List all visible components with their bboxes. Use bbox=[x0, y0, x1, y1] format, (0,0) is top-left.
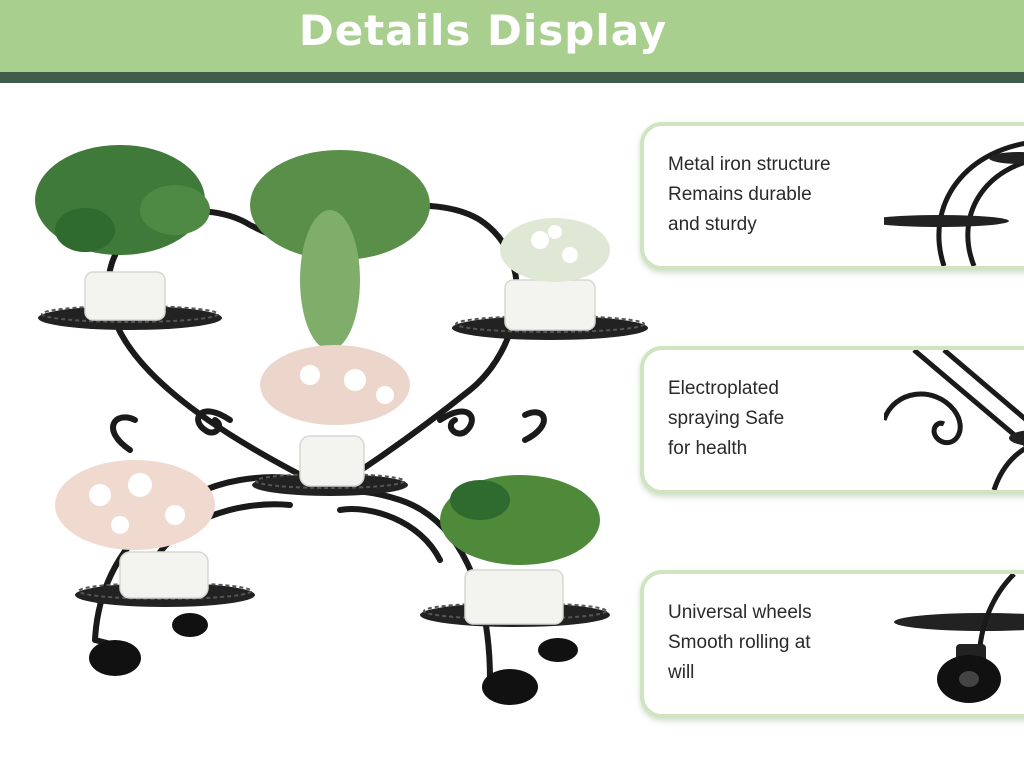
feature-line: Electroplated bbox=[668, 378, 779, 399]
feature-line: for health bbox=[668, 438, 748, 459]
feature-line: Universal wheels bbox=[668, 602, 812, 623]
feature-line: Metal iron structure bbox=[668, 154, 831, 175]
header-banner bbox=[0, 0, 1024, 72]
plant-stand-image bbox=[35, 145, 648, 705]
feature-line: will bbox=[668, 662, 695, 683]
feature-card-coating: Electroplated spraying Safe for health bbox=[640, 346, 1024, 494]
feature-card-wheels: Universal wheels Smooth rolling at will bbox=[640, 570, 1024, 718]
feature-card-structure: Metal iron structure Remains durable and… bbox=[640, 122, 1024, 270]
feature-card-text: Electroplated spraying Safe for health bbox=[668, 374, 898, 464]
frame-arch-detail-icon bbox=[884, 141, 1024, 266]
page-title: Details Display bbox=[298, 6, 668, 55]
wheel-detail-icon bbox=[894, 574, 1024, 703]
feature-card-text: Universal wheels Smooth rolling at will bbox=[668, 598, 898, 688]
feature-line: spraying Safe bbox=[668, 408, 785, 429]
feature-card-text: Metal iron structure Remains durable and… bbox=[668, 150, 898, 240]
feature-line: Remains durable bbox=[668, 184, 812, 205]
scroll-curl-detail-icon bbox=[884, 350, 1024, 490]
header-stripe bbox=[0, 72, 1024, 83]
feature-line: Smooth rolling at bbox=[668, 632, 811, 653]
feature-line: and sturdy bbox=[668, 214, 757, 235]
